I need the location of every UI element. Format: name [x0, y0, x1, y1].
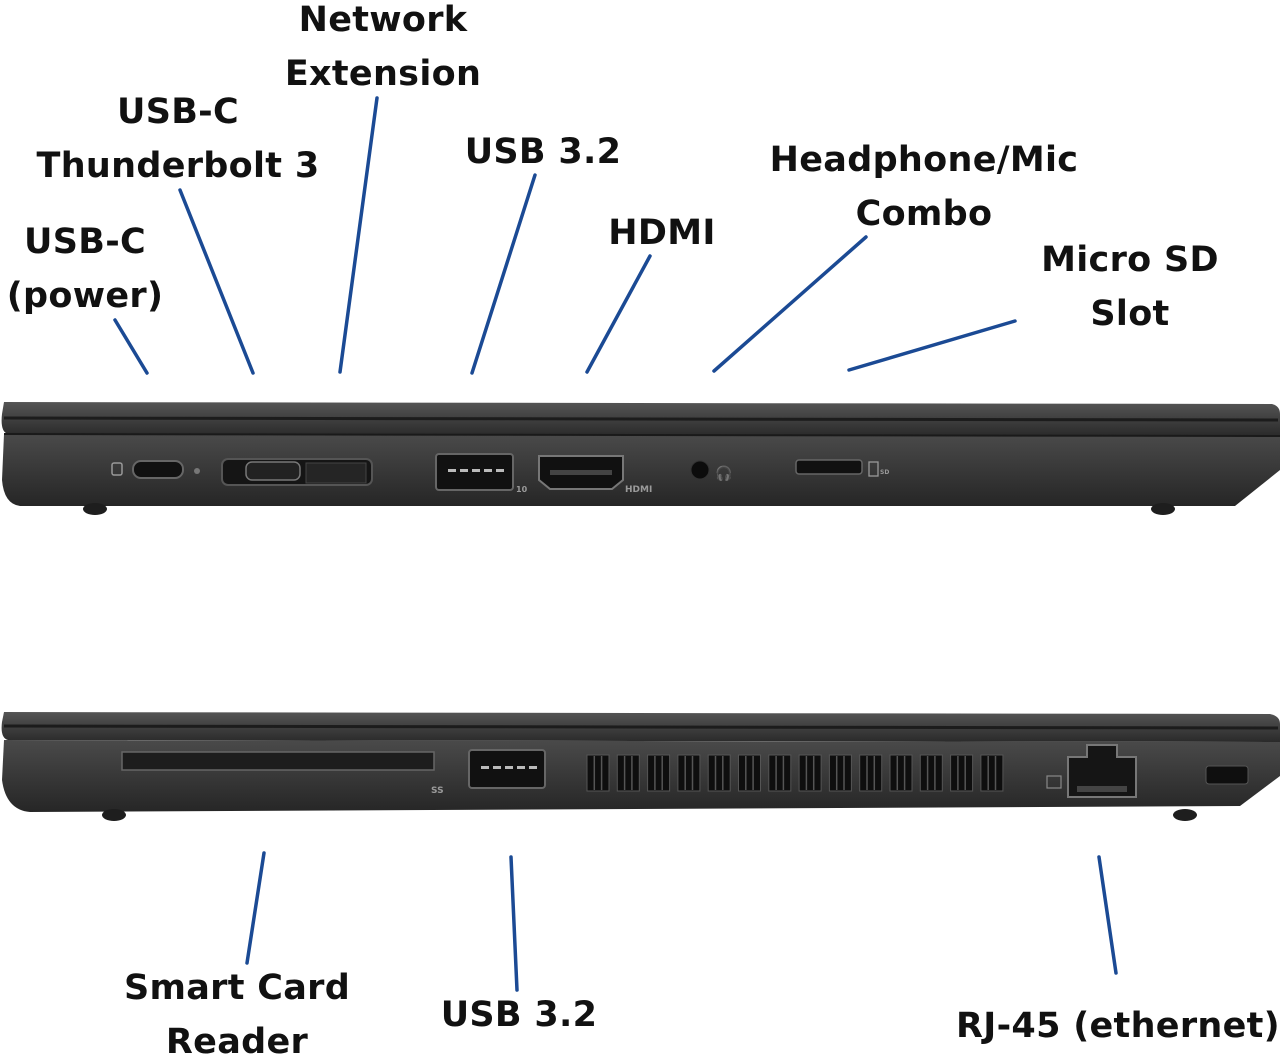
label-line: USB 3.2 — [464, 132, 622, 172]
micro-sd-slot — [795, 459, 863, 475]
vent-slot — [828, 754, 852, 792]
leader-lines — [113, 96, 1118, 992]
label-micro-sd: Micro SD Slot — [1041, 233, 1219, 341]
label-line: Headphone/Mic — [769, 140, 1079, 180]
leader-thunderbolt — [178, 188, 255, 375]
usb-speed-marking: 10 — [516, 485, 528, 494]
superspeed-marking: SS — [431, 786, 444, 796]
vent-slot — [647, 754, 671, 792]
leader-rj45 — [1097, 855, 1118, 975]
vent-slot — [677, 754, 701, 792]
vent-slot — [738, 754, 761, 792]
label-usb32-top: USB 3.2 — [465, 125, 622, 179]
label-line: Extension — [284, 54, 482, 94]
label-smart-card: Smart Card Reader — [124, 961, 350, 1062]
label-headphone-mic: Headphone/Mic Combo — [770, 133, 1079, 241]
vent-slot — [859, 754, 883, 792]
label-network-extension: Network Extension — [285, 0, 481, 101]
label-usb32-bottom: USB 3.2 — [441, 988, 598, 1042]
power-plug-icon — [111, 462, 123, 476]
rj45-port — [1067, 744, 1137, 798]
vent-slot — [950, 754, 974, 792]
label-line: Network — [298, 0, 468, 40]
leader-usb32-bottom — [509, 855, 519, 992]
label-usb-c-power: USB-C (power) — [7, 215, 164, 323]
label-rj45: RJ-45 (ethernet) — [956, 999, 1280, 1053]
network-icon — [1046, 775, 1062, 789]
label-line: Thunderbolt 3 — [36, 146, 320, 186]
label-line: USB-C — [23, 222, 147, 262]
headset-icon: 🎧 — [715, 465, 732, 482]
vent-slot — [798, 754, 822, 792]
label-line: USB 3.2 — [440, 995, 598, 1035]
label-line: Smart Card — [123, 968, 351, 1008]
label-line: Slot — [1090, 294, 1170, 334]
label-line: HDMI — [608, 213, 716, 253]
sd-marking: SD — [880, 469, 889, 476]
usb-c-power-port — [132, 460, 184, 479]
label-line: Micro SD — [1041, 240, 1219, 280]
leader-network-extension — [338, 96, 379, 374]
label-line: USB-C — [116, 92, 240, 132]
vent-slot — [586, 754, 610, 792]
leader-usb-c-power — [113, 318, 149, 375]
leader-hdmi — [585, 254, 652, 374]
leader-smart-card — [245, 851, 266, 965]
vent-slot — [616, 754, 640, 792]
laptop-right-side: SS — [1, 712, 1280, 821]
vent-slot — [768, 754, 792, 792]
leader-headphone — [712, 235, 868, 373]
cooling-vents — [586, 754, 1004, 792]
label-usb-c-thunderbolt: USB-C Thunderbolt 3 — [37, 85, 320, 193]
hdmi-marking: HDMI — [625, 485, 652, 495]
sd-card-icon — [868, 461, 879, 477]
label-line: (power) — [6, 276, 164, 316]
headphone-jack — [690, 460, 710, 480]
vent-slot — [980, 754, 1004, 792]
leader-micro-sd — [847, 319, 1017, 372]
laptop-left-side: 10 HDMI 🎧 SD — [1, 402, 1280, 515]
security-lock-slot — [1205, 765, 1249, 785]
leader-usb32-top — [470, 173, 537, 375]
label-line: Combo — [855, 194, 993, 234]
label-line: Reader — [165, 1022, 309, 1062]
vent-slot — [889, 754, 913, 792]
vent-slot — [919, 754, 943, 792]
vent-slot — [707, 754, 731, 792]
label-hdmi: HDMI — [608, 206, 715, 260]
smart-card-slot — [121, 751, 435, 771]
label-line: RJ-45 (ethernet) — [956, 1006, 1280, 1046]
